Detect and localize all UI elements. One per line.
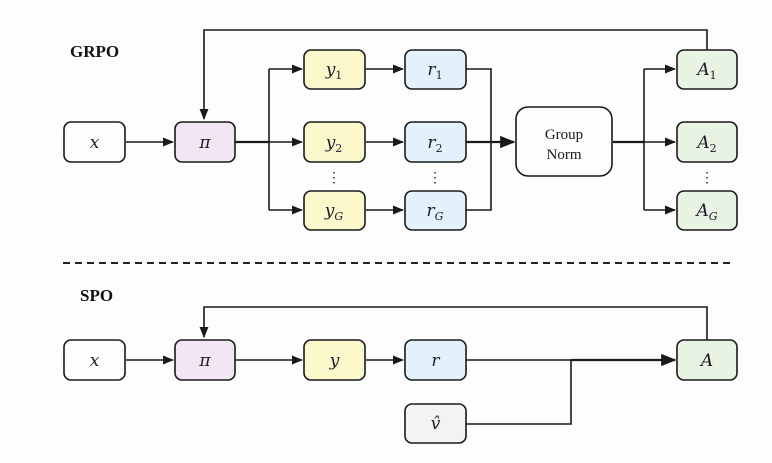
svg-text:yG: yG (324, 201, 344, 223)
grpo-input-label: x (90, 133, 100, 153)
grpo-advantage-box-G (676, 190, 738, 231)
grpo-reward-box-2 (404, 121, 467, 163)
spo-advantage-box (676, 339, 738, 381)
grpo-output-label-2: y (325, 133, 336, 153)
grpo-reward-sub-2: 2 (436, 142, 443, 155)
grpo-advantage-sub-1: 1 (710, 69, 717, 82)
svg-text:y1: y1 (325, 60, 343, 82)
spo-reward-node: r (404, 339, 467, 381)
grpo-policy-label: π (198, 133, 211, 153)
grpo-reward-box-1 (404, 49, 467, 90)
svg-text:AG: AG (694, 201, 717, 223)
grpo-group-norm-line1: Group (545, 127, 583, 143)
grpo-reward-label-1: r (427, 60, 436, 80)
grpo-policy-box (174, 121, 236, 163)
spo-advantage-label: A (699, 351, 713, 371)
grpo-input-box (63, 121, 126, 163)
grpo-reward-box-G (404, 190, 467, 231)
svg-text:y2: y2 (325, 133, 343, 155)
spo-title: SPO (80, 286, 113, 305)
spo-value-label: v̂ (431, 414, 441, 434)
svg-text:A2: A2 (695, 133, 716, 155)
grpo-title: GRPO (70, 42, 119, 61)
svg-text:r2: r2 (427, 133, 442, 155)
grpo-merge-bracket (466, 68, 492, 211)
grpo-advantage-label-2: A (695, 133, 709, 153)
spo-reward-box (404, 339, 467, 381)
spo-output-box (303, 339, 366, 381)
grpo-group-norm-line2: Norm (547, 147, 582, 163)
grpo-group-norm-box (515, 106, 613, 177)
grpo-reward-sub-1: 1 (436, 69, 443, 82)
spo-advantage-node: A (676, 339, 738, 381)
grpo-reward-label-2: r (427, 133, 436, 153)
grpo-output-ellipsis: ⋮ (327, 170, 341, 186)
svg-text:r1: r1 (427, 60, 442, 82)
grpo-advantage-label-G: A (694, 201, 708, 221)
spo-output-node: y (303, 339, 366, 381)
grpo-reward-label-G: r (427, 201, 436, 221)
grpo-input-node: x (63, 121, 126, 163)
grpo-advantage-sub-2: 2 (710, 142, 717, 155)
grpo-output-node-2: y2 (303, 121, 366, 163)
grpo-output-node-G: yG (303, 190, 366, 231)
grpo-group-norm-node: Group Norm (515, 106, 613, 177)
spo-value-node: v̂ (404, 403, 467, 444)
spo-input-label: x (90, 351, 100, 371)
grpo-reward-node-1: r1 (404, 49, 467, 90)
grpo-advantage-node-G: AG (676, 190, 738, 231)
grpo-output-sub-2: 2 (335, 142, 342, 155)
spo-input-node: x (63, 339, 126, 381)
grpo-reward-node-2: r2 (404, 121, 467, 163)
grpo-advantage-ellipsis: ⋮ (700, 170, 714, 186)
grpo-advantage-box-2 (676, 121, 738, 163)
grpo-output-label-1: y (325, 60, 336, 80)
grpo-output-label-G: y (324, 201, 335, 221)
svg-text:rG: rG (427, 201, 444, 223)
spo-policy-node: π (174, 339, 236, 381)
spo-policy-label: π (198, 351, 211, 371)
grpo-reward-ellipsis: ⋮ (428, 170, 442, 186)
grpo-output-box-G (303, 190, 366, 231)
spo-reward-label: r (431, 351, 440, 371)
grpo-output-sub-1: 1 (335, 69, 342, 82)
grpo-advantage-sub-G: G (709, 210, 718, 223)
grpo-output-box-2 (303, 121, 366, 163)
grpo-policy-node: π (174, 121, 236, 163)
spo-value-connector (466, 360, 572, 425)
spo-input-box (63, 339, 126, 381)
spo-feedback-arrow (199, 306, 708, 340)
grpo-reward-node-G: rG (404, 190, 467, 231)
grpo-reward-sub-G: G (435, 210, 444, 223)
grpo-advantage-node-1: A1 (676, 49, 738, 90)
spo-policy-box (174, 339, 236, 381)
grpo-advantage-box-1 (676, 49, 738, 90)
spo-value-box (404, 403, 467, 444)
spo-output-label: y (329, 351, 340, 371)
grpo-output-box-1 (303, 49, 366, 90)
svg-text:A1: A1 (695, 60, 716, 82)
grpo-output-sub-G: G (334, 210, 343, 223)
grpo-advantage-label-1: A (695, 60, 709, 80)
grpo-advantage-node-2: A2 (676, 121, 738, 163)
grpo-output-node-1: y1 (303, 49, 366, 90)
grpo-feedback-arrow (199, 29, 708, 121)
